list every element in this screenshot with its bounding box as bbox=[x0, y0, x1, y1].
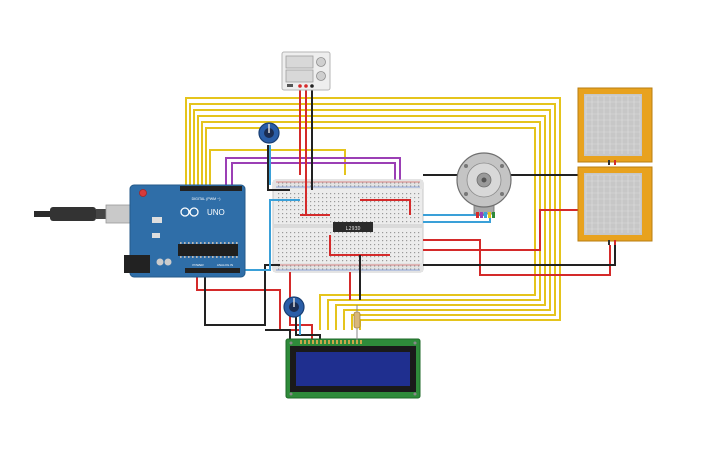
red-wire-sensor-2 bbox=[423, 239, 611, 276]
black-wire-pot2 bbox=[295, 315, 321, 340]
black-wire-lcd bbox=[265, 329, 291, 340]
red-wire-3 bbox=[360, 199, 411, 215]
force-sensor-2[interactable] bbox=[577, 166, 653, 245]
dc-motor[interactable] bbox=[456, 152, 512, 218]
red-wire-sensor-2b bbox=[423, 209, 578, 251]
power-label: POWER bbox=[192, 263, 204, 267]
current-knob-icon[interactable] bbox=[316, 71, 326, 81]
analog-label: ANALOG IN bbox=[217, 263, 233, 267]
atmega-chip bbox=[178, 244, 238, 256]
potentiometer-2[interactable] bbox=[283, 296, 305, 318]
motor-driver-chip[interactable]: L293D bbox=[333, 222, 373, 232]
force-sensor-1[interactable] bbox=[577, 87, 653, 165]
usb-cable bbox=[50, 207, 96, 221]
power-supply[interactable] bbox=[281, 51, 331, 91]
resistor[interactable] bbox=[353, 305, 361, 340]
chip-label: L293D bbox=[345, 226, 360, 232]
digital-header-label: DIGITAL (PWM ~) bbox=[192, 197, 221, 201]
red-wire-5 bbox=[329, 235, 390, 256]
potentiometer-1[interactable] bbox=[258, 122, 280, 144]
black-wire-sensor-2 bbox=[423, 245, 616, 266]
lcd-screen bbox=[296, 352, 410, 386]
usb-cable-end bbox=[34, 211, 50, 217]
voltage-knob-icon[interactable] bbox=[316, 57, 326, 67]
voltage-display bbox=[285, 55, 314, 69]
reset-button[interactable] bbox=[139, 189, 147, 197]
power-jack bbox=[124, 255, 150, 273]
arduino-logo-icon bbox=[180, 207, 199, 217]
black-wire-pot1 bbox=[267, 145, 290, 191]
current-display bbox=[285, 69, 314, 83]
arduino-uno[interactable]: DIGITAL (PWM ~) UNO POWER ANALOG IN bbox=[34, 184, 246, 278]
digital-header bbox=[180, 186, 242, 191]
yellow-wire-6 bbox=[205, 127, 536, 330]
power-analog-header bbox=[185, 268, 240, 273]
board-name: UNO bbox=[207, 208, 225, 217]
blue-wire-analog bbox=[240, 199, 300, 271]
lcd-16x2[interactable] bbox=[285, 338, 421, 399]
